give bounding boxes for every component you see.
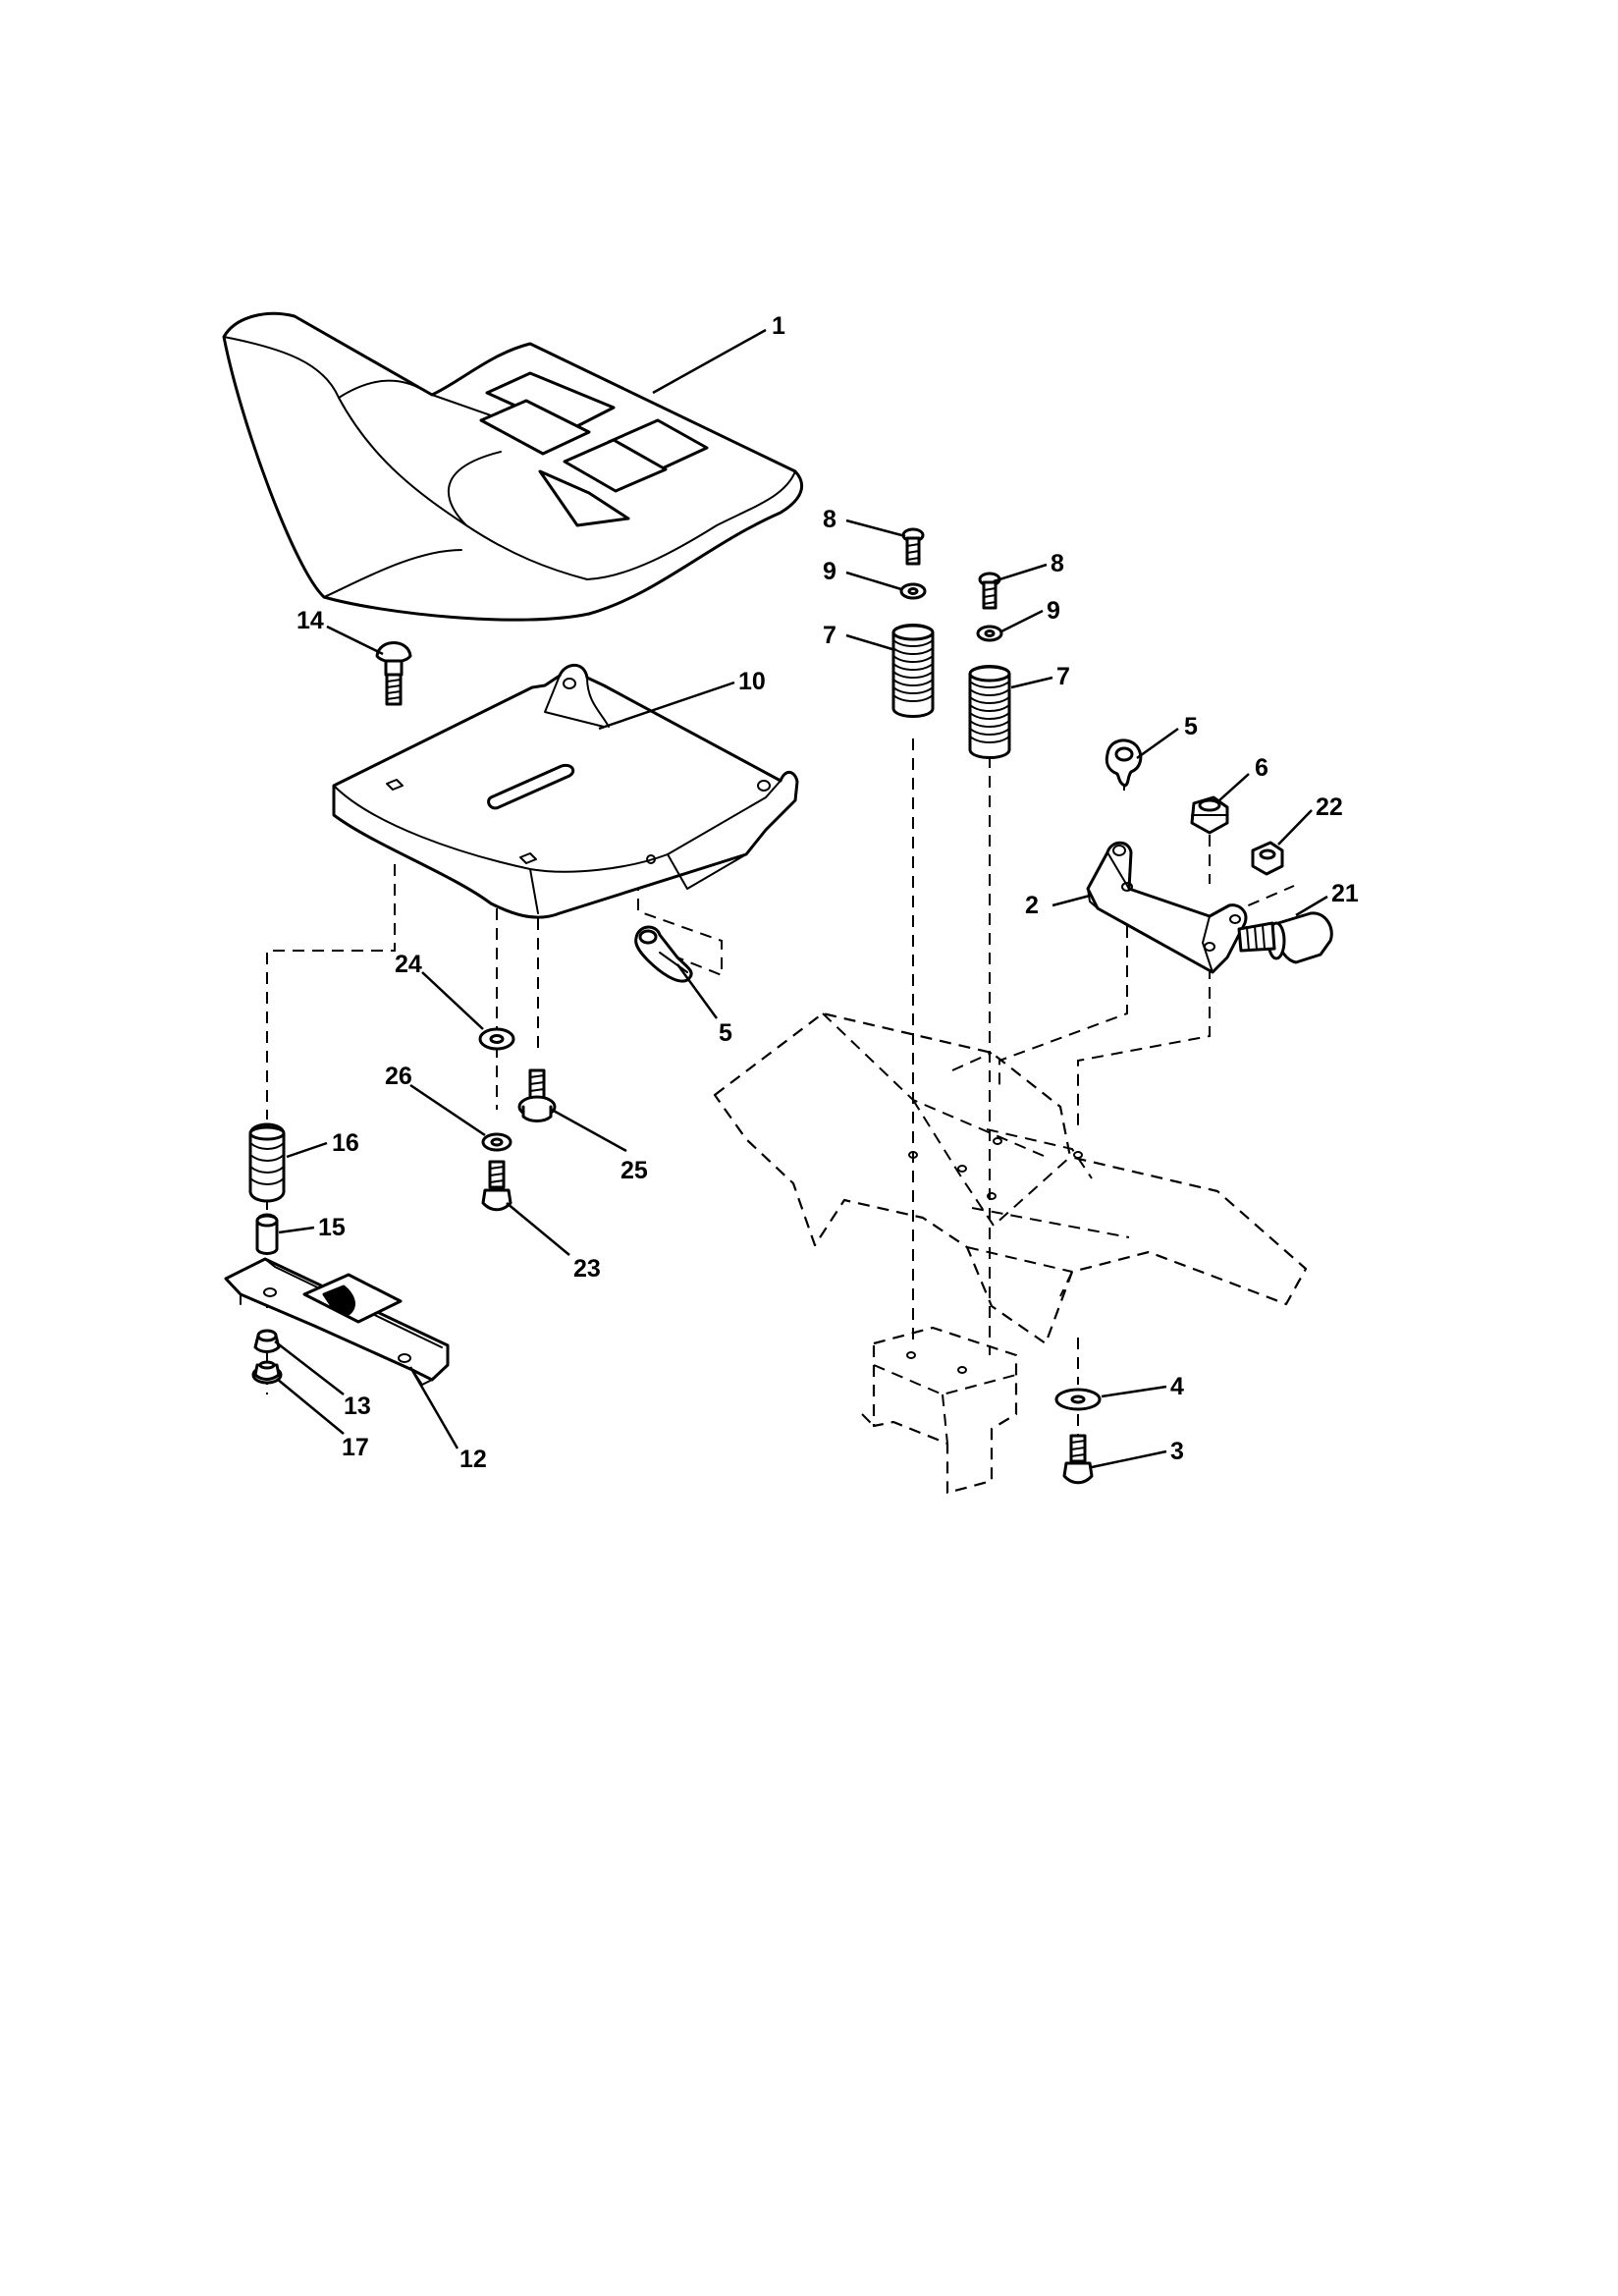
callout-7-right: 7 [1056,663,1070,690]
washer-9-right [976,625,1003,642]
lock-nut [1190,795,1229,835]
callout-26: 26 [385,1063,412,1090]
spring-7-right [968,665,1011,759]
flange-nut [251,1360,283,1385]
pivot-bracket [1086,841,1248,974]
callout-6: 6 [1255,754,1268,782]
callout-13: 13 [344,1393,371,1420]
callout-8-right: 8 [1051,550,1064,577]
callout-10: 10 [738,668,766,695]
spacer [255,1213,279,1255]
callout-9-right: 9 [1047,597,1060,625]
callout-12: 12 [459,1446,487,1473]
lock-washer [481,1132,512,1152]
nut-13 [253,1329,281,1353]
callout-21: 21 [1331,880,1359,907]
leader-lines [274,328,1328,1469]
callout-24: 24 [395,951,422,978]
carriage-bolt [375,641,412,706]
washer-24 [478,1027,515,1051]
seat [222,311,804,622]
spring-16 [248,1122,286,1203]
callout-15: 15 [318,1214,346,1241]
callout-2: 2 [1025,892,1039,919]
callout-3: 3 [1170,1438,1184,1465]
frame-outline [713,1011,1308,1345]
callout-1: 1 [772,312,785,340]
hex-bolt-3 [1062,1434,1094,1485]
callout-8-left: 8 [823,506,836,533]
washer-4 [1054,1388,1102,1411]
callout-7-left: 7 [823,622,836,649]
callout-5-left: 5 [719,1019,732,1047]
bolt-8-left [901,527,925,566]
callout-17: 17 [342,1434,369,1461]
frame-bracket-outline [861,1326,1018,1495]
callout-14: 14 [297,607,324,634]
seat-clip-left [634,925,693,983]
callout-22: 22 [1316,793,1343,821]
seat-clip-right [1105,738,1143,788]
bolt-8-right [978,572,1001,610]
shoulder-bolt [517,1068,557,1122]
seat-adjust-plate [224,1257,450,1386]
callout-23: 23 [573,1255,601,1283]
callout-5-right: 5 [1184,713,1198,740]
callout-25: 25 [620,1157,648,1184]
callout-4: 4 [1170,1373,1184,1400]
callouts: 1 2 3 4 5 5 6 7 7 8 8 9 9 10 12 13 14 15… [297,312,1359,1473]
washer-9-left [899,582,927,600]
callout-9-left: 9 [823,558,836,585]
hex-bolt-23 [481,1160,512,1212]
seat-pan [332,663,799,919]
hex-nut-22 [1251,841,1284,876]
callout-16: 16 [332,1129,359,1157]
flange-bolt [1237,911,1333,964]
spring-7-left [891,624,935,718]
